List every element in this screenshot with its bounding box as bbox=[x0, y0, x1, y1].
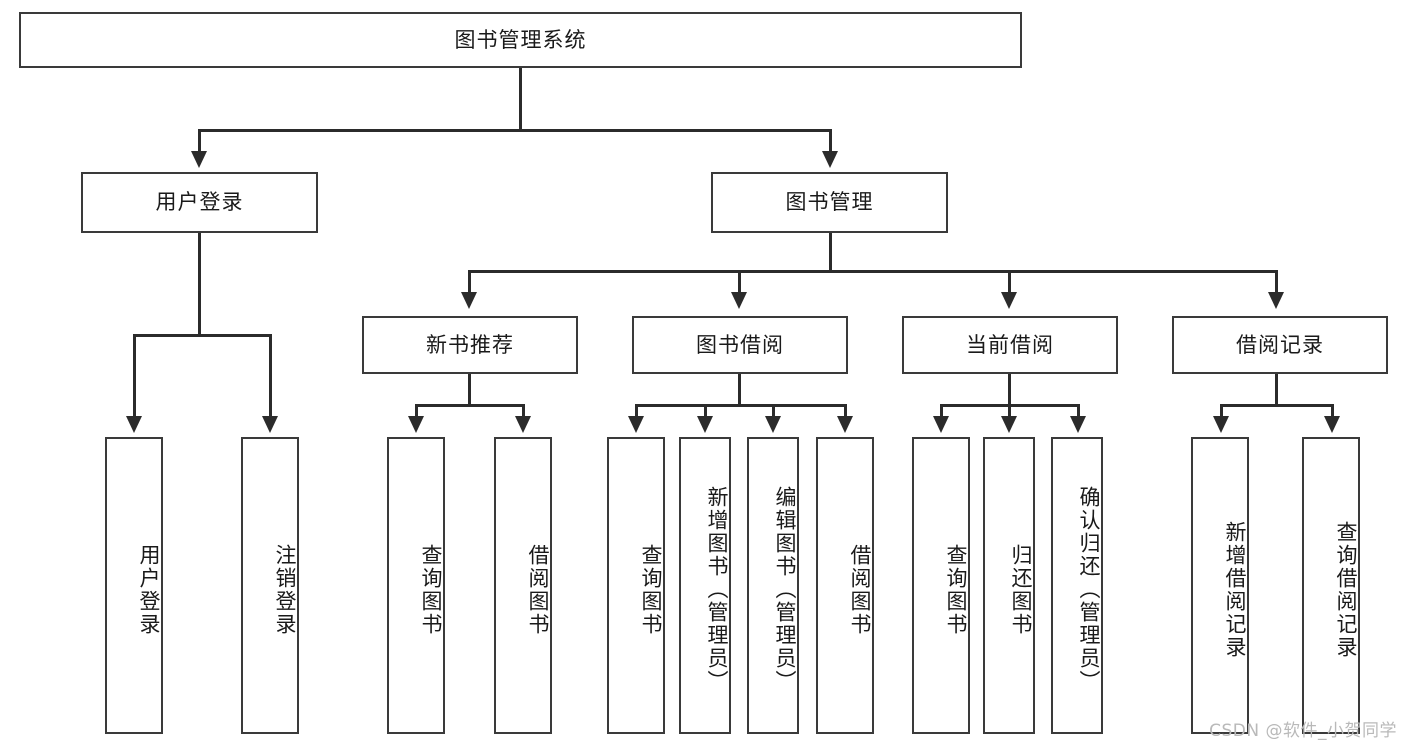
arrow-to-bb-leaf-3 bbox=[765, 416, 781, 433]
connector-root-drop-book-management bbox=[829, 129, 832, 153]
node-user-login[interactable]: 用户登录 bbox=[81, 172, 318, 233]
arrow-to-cb-leaf-3 bbox=[1070, 416, 1086, 433]
node-label: 用户登录 bbox=[137, 543, 161, 636]
node-leaf-logout[interactable]: 注销登录 bbox=[241, 437, 299, 734]
arrow-to-current-borrow bbox=[1001, 292, 1017, 309]
node-label: 当前借阅 bbox=[966, 332, 1054, 357]
node-leaf-cb-return-book[interactable]: 归还图书 bbox=[983, 437, 1035, 734]
connector-borrow-record-stem bbox=[1275, 374, 1278, 406]
node-borrow-record[interactable]: 借阅记录 bbox=[1172, 316, 1388, 374]
connector-root-drop-user-login bbox=[198, 129, 201, 153]
connector-drop-book-borrow bbox=[738, 270, 741, 294]
node-leaf-cb-query-book[interactable]: 查询图书 bbox=[912, 437, 970, 734]
connector-drop-bb-leaf-4 bbox=[844, 404, 847, 418]
connector-new-book-recommend-bus bbox=[415, 404, 525, 407]
node-new-book-recommend[interactable]: 新书推荐 bbox=[362, 316, 578, 374]
arrow-to-bb-leaf-4 bbox=[837, 416, 853, 433]
connector-root-stem bbox=[519, 68, 522, 131]
node-label: 新增借阅记录 bbox=[1223, 520, 1247, 659]
node-leaf-bb-borrow-book[interactable]: 借阅图书 bbox=[816, 437, 874, 734]
connector-drop-cb-leaf-1 bbox=[940, 404, 943, 418]
connector-drop-bb-leaf-3 bbox=[772, 404, 775, 418]
node-leaf-cb-confirm-return-admin[interactable]: 确认归还（管理员） bbox=[1051, 437, 1103, 734]
arrow-to-borrow-record bbox=[1268, 292, 1284, 309]
connector-drop-new-book-recommend bbox=[468, 270, 471, 294]
connector-user-login-stem bbox=[198, 233, 201, 336]
connector-user-login-bus bbox=[133, 334, 272, 337]
node-leaf-br-query-record[interactable]: 查询借阅记录 bbox=[1302, 437, 1360, 734]
node-label: 注销登录 bbox=[273, 543, 297, 636]
connector-new-book-recommend-stem bbox=[468, 374, 471, 406]
arrow-to-book-management bbox=[822, 151, 838, 168]
node-label: 借阅图书 bbox=[848, 543, 872, 636]
node-label: 查询借阅记录 bbox=[1334, 520, 1358, 659]
connector-book-management-stem bbox=[829, 233, 832, 272]
node-label: 图书管理 bbox=[785, 190, 874, 215]
node-label: 查询图书 bbox=[639, 543, 663, 636]
node-leaf-nbr-borrow-book[interactable]: 借阅图书 bbox=[494, 437, 552, 734]
node-label: 新书推荐 bbox=[426, 332, 514, 357]
node-label: 确认归还（管理员） bbox=[1077, 486, 1101, 693]
arrow-to-user-login-leaf-2 bbox=[262, 416, 278, 433]
connector-level3-bus bbox=[468, 270, 1278, 273]
arrow-to-bb-leaf-2 bbox=[697, 416, 713, 433]
node-leaf-bb-query-book[interactable]: 查询图书 bbox=[607, 437, 665, 734]
connector-current-borrow-stem bbox=[1008, 374, 1011, 406]
node-label: 查询图书 bbox=[419, 543, 443, 636]
node-book-borrow[interactable]: 图书借阅 bbox=[632, 316, 848, 374]
connector-drop-br-leaf-2 bbox=[1331, 404, 1334, 418]
connector-drop-bb-leaf-2 bbox=[704, 404, 707, 418]
connector-book-borrow-stem bbox=[738, 374, 741, 406]
node-current-borrow[interactable]: 当前借阅 bbox=[902, 316, 1118, 374]
arrow-to-br-leaf-1 bbox=[1213, 416, 1229, 433]
node-leaf-nbr-query-book[interactable]: 查询图书 bbox=[387, 437, 445, 734]
node-label: 归还图书 bbox=[1009, 543, 1033, 636]
connector-drop-cb-leaf-3 bbox=[1077, 404, 1080, 418]
arrow-to-new-book-recommend bbox=[461, 292, 477, 309]
connector-root-bus bbox=[198, 129, 832, 132]
connector-drop-user-login-leaf-2 bbox=[269, 334, 272, 418]
node-label: 查询图书 bbox=[944, 543, 968, 636]
connector-drop-borrow-record bbox=[1275, 270, 1278, 294]
arrow-to-br-leaf-2 bbox=[1324, 416, 1340, 433]
node-label: 图书借阅 bbox=[696, 332, 784, 357]
node-label: 编辑图书（管理员） bbox=[773, 486, 797, 693]
connector-drop-nbr-leaf-1 bbox=[415, 404, 418, 418]
connector-drop-cb-leaf-2 bbox=[1008, 404, 1011, 418]
node-leaf-bb-edit-book-admin[interactable]: 编辑图书（管理员） bbox=[747, 437, 799, 734]
node-label: 用户登录 bbox=[155, 190, 244, 215]
node-label: 借阅记录 bbox=[1236, 332, 1324, 357]
watermark: CSDN @软件_小贺同学 bbox=[1209, 721, 1397, 741]
arrow-to-user-login-leaf-1 bbox=[126, 416, 142, 433]
arrow-to-nbr-leaf-1 bbox=[408, 416, 424, 433]
connector-drop-bb-leaf-1 bbox=[635, 404, 638, 418]
arrow-to-nbr-leaf-2 bbox=[515, 416, 531, 433]
node-book-management[interactable]: 图书管理 bbox=[711, 172, 948, 233]
arrow-to-cb-leaf-2 bbox=[1001, 416, 1017, 433]
node-label: 借阅图书 bbox=[526, 543, 550, 636]
connector-drop-br-leaf-1 bbox=[1220, 404, 1223, 418]
node-root-book-management-system[interactable]: 图书管理系统 bbox=[19, 12, 1022, 68]
connector-book-borrow-bus bbox=[635, 404, 847, 407]
connector-drop-user-login-leaf-1 bbox=[133, 334, 136, 418]
node-leaf-br-add-record[interactable]: 新增借阅记录 bbox=[1191, 437, 1249, 734]
node-leaf-bb-add-book-admin[interactable]: 新增图书（管理员） bbox=[679, 437, 731, 734]
arrow-to-book-borrow bbox=[731, 292, 747, 309]
arrow-to-cb-leaf-1 bbox=[933, 416, 949, 433]
arrow-to-bb-leaf-1 bbox=[628, 416, 644, 433]
connector-drop-nbr-leaf-2 bbox=[522, 404, 525, 418]
node-label: 图书管理系统 bbox=[454, 27, 587, 52]
connector-borrow-record-bus bbox=[1220, 404, 1334, 407]
node-label: 新增图书（管理员） bbox=[705, 486, 729, 693]
connector-drop-current-borrow bbox=[1008, 270, 1011, 294]
arrow-to-user-login bbox=[191, 151, 207, 168]
node-leaf-user-login[interactable]: 用户登录 bbox=[105, 437, 163, 734]
